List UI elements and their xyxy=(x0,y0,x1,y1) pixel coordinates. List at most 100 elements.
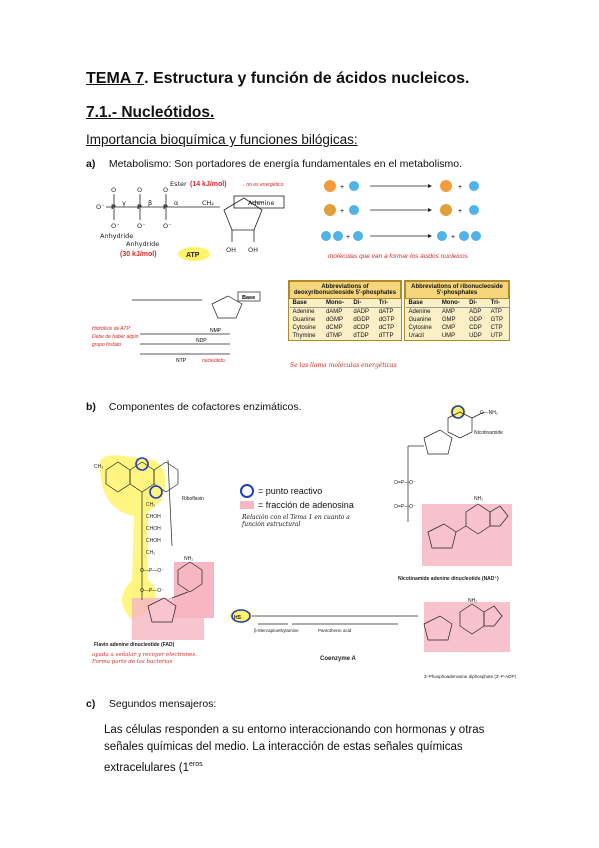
cell: ADP xyxy=(469,309,482,315)
item-c-text: Segundos mensajeros: xyxy=(108,698,217,710)
legend-reactive-text: = punto reactivo xyxy=(258,486,323,496)
deoxy-col-1: Mono- xyxy=(322,298,351,308)
ribo-col-3: Tri- xyxy=(487,298,509,308)
nad-structure-figure: C—NH₂ Nicotinamide O=P—O⁻ O=P—O⁻ NH₂ Nic… xyxy=(394,405,512,582)
svg-text:CH₂: CH₂ xyxy=(202,199,214,207)
tema-label: TEMA 7 xyxy=(86,70,145,87)
svg-text:O—P—O⁻: O—P—O⁻ xyxy=(140,568,164,574)
svg-text:+: + xyxy=(340,208,344,215)
page-title: TEMA 7. Estructura y función de ácidos n… xyxy=(86,70,470,88)
svg-text:CH₂: CH₂ xyxy=(146,502,155,508)
deoxy-col-3: Tri- xyxy=(375,298,401,308)
cell: CMP xyxy=(441,325,456,331)
svg-text:O⁻: O⁻ xyxy=(96,203,105,211)
svg-text:O: O xyxy=(137,186,142,194)
gamma-label: γ xyxy=(122,199,126,207)
subsection-heading: Importancia bioquímica y funciones bilóg… xyxy=(86,132,358,147)
nucleotide-phosphate-figure: Base NMP NDP NTP nucleótido Hidrólisis d… xyxy=(92,291,261,364)
svg-text:O⁻: O⁻ xyxy=(111,222,120,230)
cell: dTMP xyxy=(325,333,342,339)
anhydride-energy: (30 kJ/mol) xyxy=(120,251,157,258)
paragraph-sup: eros xyxy=(189,761,203,768)
nad-nh2-label: NH₂ xyxy=(474,496,483,502)
coenzyme-a-figure: HS β-Mercaptoethylamine Pantothenic acid… xyxy=(230,598,517,679)
ntp-label: NTP xyxy=(176,358,187,364)
legend-circle-icon xyxy=(240,484,254,498)
cell: dTDP xyxy=(353,333,369,339)
cell: UMP xyxy=(441,333,456,339)
ester-label: Ester xyxy=(170,180,187,188)
item-a-text: Metabolismo: Son portadores de energía f… xyxy=(108,158,463,170)
ndp-label: NDP xyxy=(196,338,207,344)
cell: Adenine xyxy=(292,309,315,315)
table-note: Se las llama moléculas energéticas xyxy=(290,362,397,369)
ribo-col-2: Di- xyxy=(466,298,488,308)
oh-label-2: OH xyxy=(248,246,258,254)
cell: dADP xyxy=(353,309,369,315)
ch3-label: CH₃ xyxy=(94,464,103,470)
deoxy-col-0: Base xyxy=(289,298,323,308)
paragraph: Las células responden a su entorno inter… xyxy=(104,722,524,777)
riboflavin-label: Riboflavin xyxy=(182,496,204,502)
svg-text:O=P—O⁻: O=P—O⁻ xyxy=(394,504,416,510)
nmp-label: NMP xyxy=(210,328,222,334)
svg-text:CHOH: CHOH xyxy=(146,514,161,520)
base-label: Base xyxy=(242,295,255,301)
cell: GDP xyxy=(469,317,483,323)
cell: dCDP xyxy=(353,325,370,331)
coa-nh2-label: NH₂ xyxy=(468,598,477,604)
svg-text:O: O xyxy=(111,186,116,194)
fad-note: ayuda a señalar y recoger electrones. Fo… xyxy=(92,652,197,665)
legend-reactive: = punto reactivo xyxy=(240,484,354,498)
svg-text:P: P xyxy=(163,203,168,211)
mercapto-label: β-Mercaptoethylamine xyxy=(254,628,299,633)
ester-energy: (14 kJ/mol) xyxy=(190,181,227,188)
item-c: c) Segundos mensajeros: xyxy=(86,698,216,710)
svg-text:+: + xyxy=(451,234,455,241)
energy-carrier-diagram: + + + + + + moléculas que van a formar l… xyxy=(321,180,481,260)
alpha-label: α xyxy=(174,199,178,207)
reaction-row-1: + + xyxy=(324,180,479,192)
cell: CDP xyxy=(469,325,482,331)
hs-label: HS xyxy=(234,615,242,621)
cell: Thymine xyxy=(292,333,316,339)
cell: CTP xyxy=(490,325,503,331)
svg-text:O⁻: O⁻ xyxy=(163,222,172,230)
svg-text:O—P—O⁻: O—P—O⁻ xyxy=(140,588,164,594)
svg-text:CHOH: CHOH xyxy=(146,526,161,532)
svg-text:CH₂: CH₂ xyxy=(146,550,155,556)
pantothenic-label: Pantothenic acid xyxy=(318,628,352,633)
cell: AMP xyxy=(441,309,455,315)
cell: GMP xyxy=(441,317,456,323)
legend-adenosine-text: = fracción de adenosina xyxy=(258,500,354,510)
beta-label: β xyxy=(148,199,152,207)
svg-text:+: + xyxy=(340,184,344,191)
ribonucleoside-table: Abbreviations of ribonucleoside 5'-phosp… xyxy=(404,280,510,341)
anhydride-label-1: Anhydride xyxy=(100,232,133,240)
reaction-row-3: + + xyxy=(321,231,481,241)
oh-label-1: OH xyxy=(226,246,236,254)
cell: GTP xyxy=(490,317,503,323)
svg-text:P: P xyxy=(111,203,116,211)
item-b: b) Componentes de cofactores enzimáticos… xyxy=(86,401,302,413)
nad-label: Nicotinamide adenine dinucleotide (NAD⁺) xyxy=(398,576,499,582)
relation-note: Relación con el Tema 1 en cuanto a funci… xyxy=(242,514,350,528)
cell: dGDP xyxy=(353,317,370,323)
hydrolysis-note-2: Debe de haber algún xyxy=(92,334,139,340)
legend-adenosine: = fracción de adenosina xyxy=(240,500,354,510)
section-heading: 7.1.- Nucleótidos. xyxy=(86,104,215,121)
reactive-point-circle xyxy=(135,457,149,471)
ribo-col-0: Base xyxy=(405,298,439,308)
reaction-row-2: + + xyxy=(324,204,479,216)
energy-note: moléculas que van a formar los ácidos nu… xyxy=(328,253,469,260)
cell: dGTP xyxy=(378,317,395,323)
coa-label: Coenzyme A xyxy=(320,656,356,662)
cell: Adenine xyxy=(408,309,431,315)
deoxy-col-2: Di- xyxy=(350,298,376,308)
